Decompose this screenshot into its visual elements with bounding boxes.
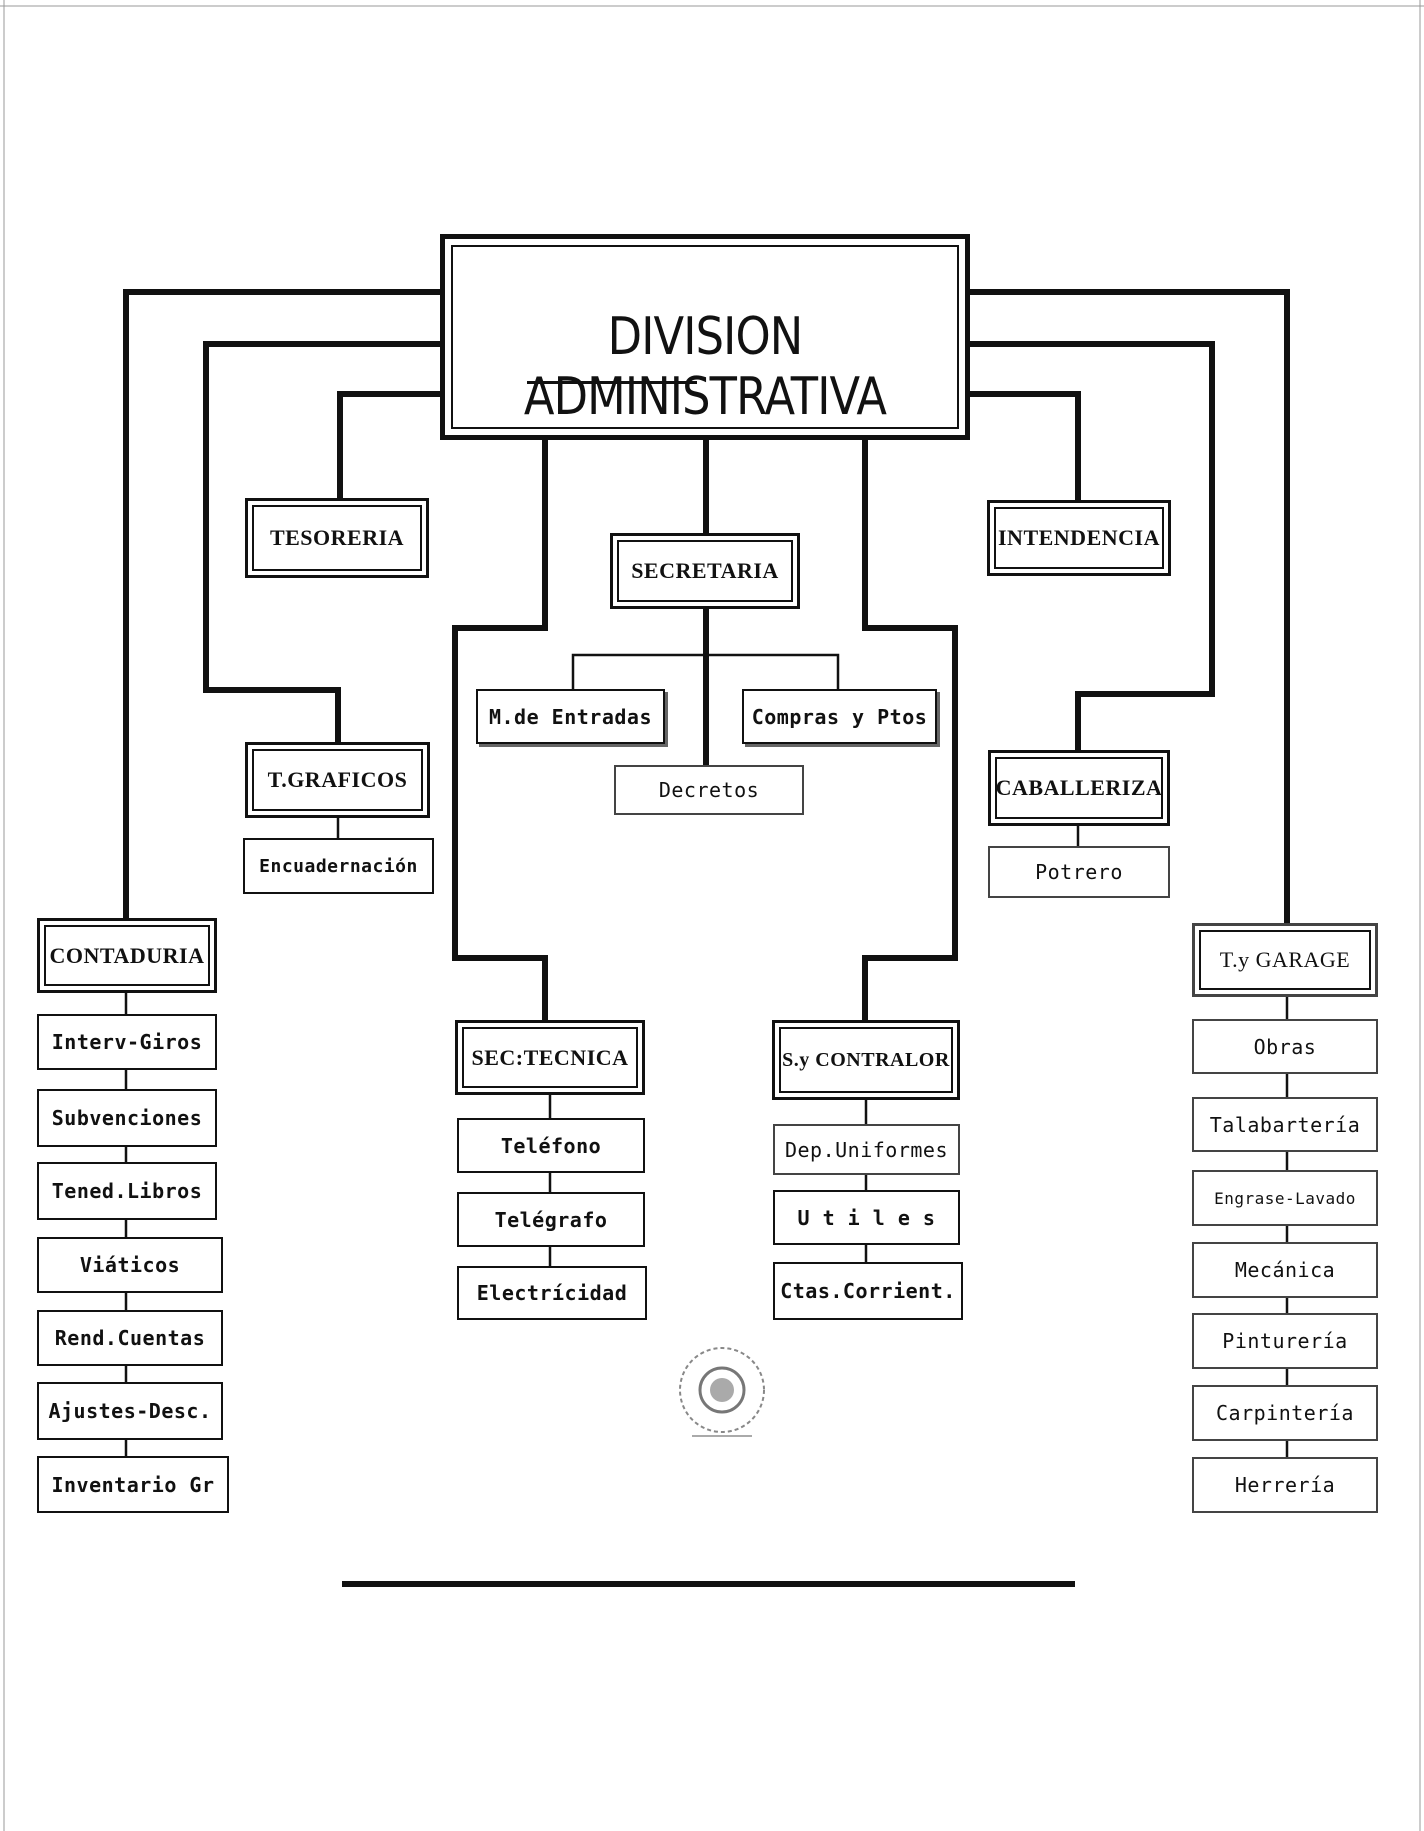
contaduria-item: Ajustes-Desc. xyxy=(37,1382,223,1440)
node-decretos: Decretos xyxy=(614,765,804,815)
contralor-item: U t i l e s xyxy=(773,1190,960,1245)
title-box: DIVISION ADMINISTRATIVA xyxy=(440,234,970,440)
contaduria-item: Interv-Giros xyxy=(37,1014,217,1070)
connector-contaduria xyxy=(123,289,443,921)
connector-tesoreria xyxy=(337,391,443,501)
sec-tecnica-item: Telégrafo xyxy=(457,1192,645,1247)
connector-sec-tecnica xyxy=(452,437,548,1023)
connector-secretaria-branches xyxy=(571,653,840,689)
node-sec-tecnica: SEC:TECNICA xyxy=(455,1020,645,1095)
contralor-item: Ctas.Corrient. xyxy=(773,1262,963,1320)
node-t-graficos: T.GRAFICOS xyxy=(245,742,430,818)
garage-item: Talabartería xyxy=(1192,1097,1378,1152)
contaduria-item: Subvenciones xyxy=(37,1089,217,1147)
contaduria-item: Viáticos xyxy=(37,1237,223,1293)
contaduria-item: Inventario Gr xyxy=(37,1456,229,1513)
node-tesoreria: TESORERIA xyxy=(245,498,429,578)
node-intendencia: INTENDENCIA xyxy=(987,500,1171,576)
title-underline xyxy=(527,381,697,384)
connector-contralor xyxy=(862,437,958,1023)
garage-item: Engrase-Lavado xyxy=(1192,1170,1378,1226)
node-m-entradas: M.de Entradas xyxy=(476,689,665,744)
connector-t-graficos xyxy=(203,341,443,745)
node-encuadernacion: Encuadernación xyxy=(243,838,434,894)
garage-item: Carpintería xyxy=(1192,1385,1378,1441)
sec-tecnica-item: Teléfono xyxy=(457,1118,645,1173)
node-contaduria: CONTADURIA xyxy=(37,918,217,993)
connector-garage xyxy=(967,289,1290,926)
contralor-item: Dep.Uniformes xyxy=(773,1124,960,1175)
sec-tecnica-item: Electrícidad xyxy=(457,1266,647,1320)
node-potrero: Potrero xyxy=(988,846,1170,898)
connector-caballeriza xyxy=(967,341,1215,753)
seal-stamp-icon xyxy=(679,1347,765,1437)
node-secretaria: SECRETARIA xyxy=(610,533,800,609)
node-s-contralor: S.y CONTRALOR xyxy=(772,1020,960,1100)
contaduria-item: Tened.Libros xyxy=(37,1162,217,1220)
node-caballeriza: CABALLERIZA xyxy=(988,750,1170,826)
garage-item: Pinturería xyxy=(1192,1313,1378,1369)
garage-item: Mecánica xyxy=(1192,1242,1378,1298)
node-t-garage: T.y GARAGE xyxy=(1192,923,1378,997)
contaduria-item: Rend.Cuentas xyxy=(37,1310,223,1366)
connector-intendencia xyxy=(967,391,1081,503)
diagram-title: DIVISION ADMINISTRATIVA xyxy=(523,307,887,427)
node-compras: Compras y Ptos xyxy=(742,689,937,744)
garage-item: Obras xyxy=(1192,1019,1378,1074)
garage-item: Herrería xyxy=(1192,1457,1378,1513)
